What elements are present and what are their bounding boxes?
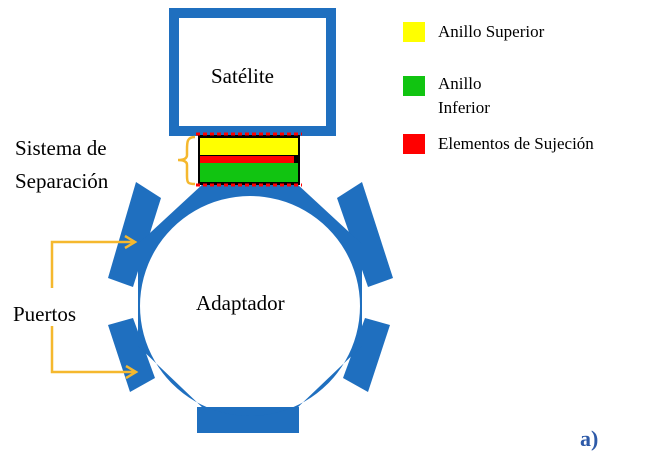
port-arrowhead-upper xyxy=(124,234,138,250)
legend-lower-ring-label-line2: Inferior xyxy=(438,98,490,117)
legend-fasteners-label: Elementos de Sujeción xyxy=(438,134,594,153)
adapter-tab-right-lower xyxy=(343,318,390,392)
port-arrow-lower xyxy=(50,326,134,374)
satellite-box xyxy=(169,8,336,136)
separation-system xyxy=(196,132,302,187)
red-square-icon xyxy=(403,134,425,154)
upper-ring xyxy=(200,138,298,155)
port-arrow-upper xyxy=(50,240,133,288)
green-square-icon xyxy=(403,76,425,96)
legend-lower-ring-label-line1: Anillo xyxy=(438,74,482,93)
adapter-ring xyxy=(108,182,393,433)
separation-brace xyxy=(177,135,196,186)
satellite-label: Satélite xyxy=(211,64,274,88)
adapter-label: Adaptador xyxy=(196,291,285,315)
panel-tag: a) xyxy=(580,426,599,451)
adapter-tab-left-upper xyxy=(108,182,161,287)
adapter-tab-left-lower xyxy=(108,318,155,392)
fastener-band xyxy=(200,156,294,163)
ports-label: Puertos xyxy=(13,302,76,326)
separation-system-label-line1: Sistema de xyxy=(15,136,107,160)
lower-ring xyxy=(200,163,298,182)
ports-arrows xyxy=(50,234,139,380)
port-arrowhead-lower xyxy=(125,364,139,380)
adapter-tab-right-upper xyxy=(337,182,393,287)
legend-upper-ring-label: Anillo Superior xyxy=(438,22,545,41)
yellow-square-icon xyxy=(403,22,425,42)
separation-system-label-line2: Separación xyxy=(15,169,109,193)
